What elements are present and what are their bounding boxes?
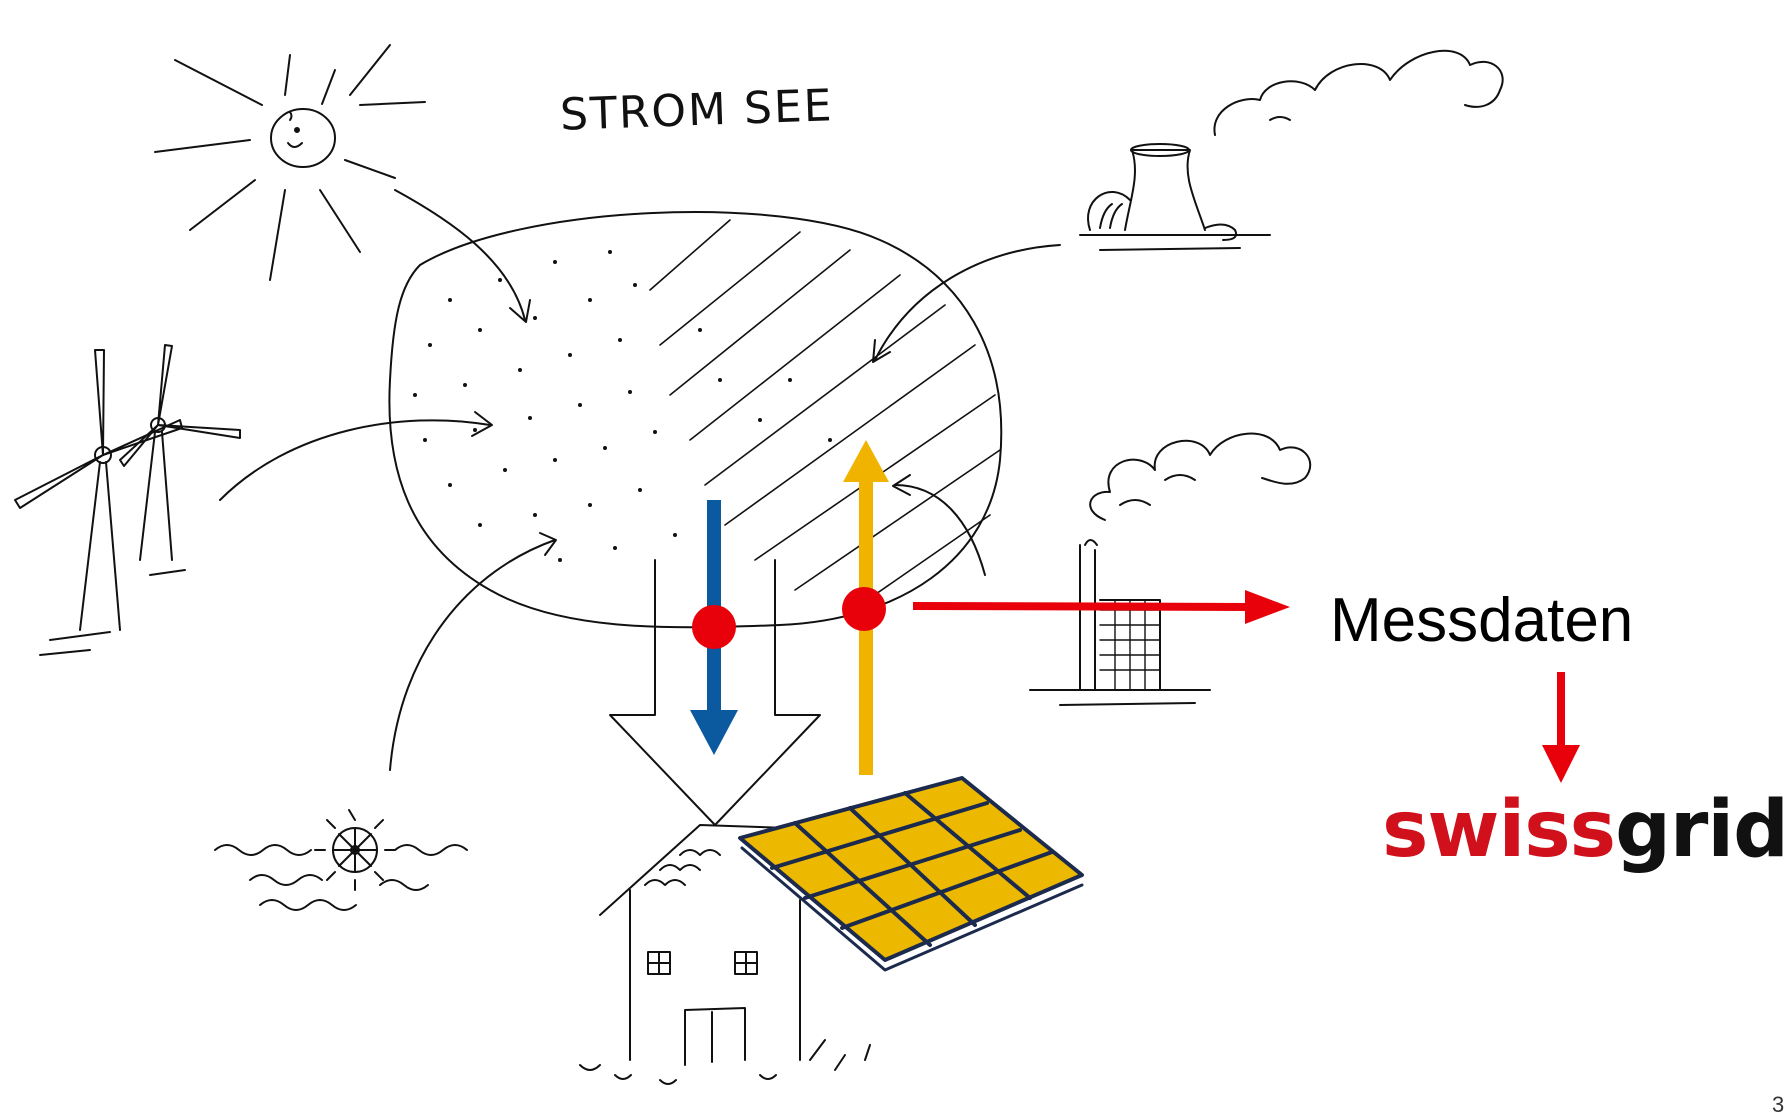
measurement-point-consumption <box>692 605 736 649</box>
nuclear-plant-icon <box>1079 49 1504 251</box>
hydro-wheel-icon <box>214 809 468 911</box>
swissgrid-logo: swissgrid <box>1382 785 1788 875</box>
wind-turbine-icon <box>14 344 241 656</box>
diagram-title: STROM SEE <box>559 80 835 141</box>
logo-part-swiss: swiss <box>1382 785 1616 875</box>
measurement-point-production <box>842 587 886 631</box>
factory-icon <box>1029 432 1312 706</box>
solar-panel-icon <box>738 776 1084 972</box>
sun-icon <box>154 44 426 281</box>
power-lake-icon <box>388 211 1003 629</box>
logo-part-grid: grid <box>1615 785 1788 875</box>
swissgrid-arrow <box>1542 672 1580 783</box>
page-number: 3 <box>1772 1092 1785 1117</box>
measurement-data-arrow <box>912 590 1290 624</box>
inflow-arrows <box>219 189 1061 771</box>
measurement-data-label: Messdaten <box>1330 586 1634 655</box>
